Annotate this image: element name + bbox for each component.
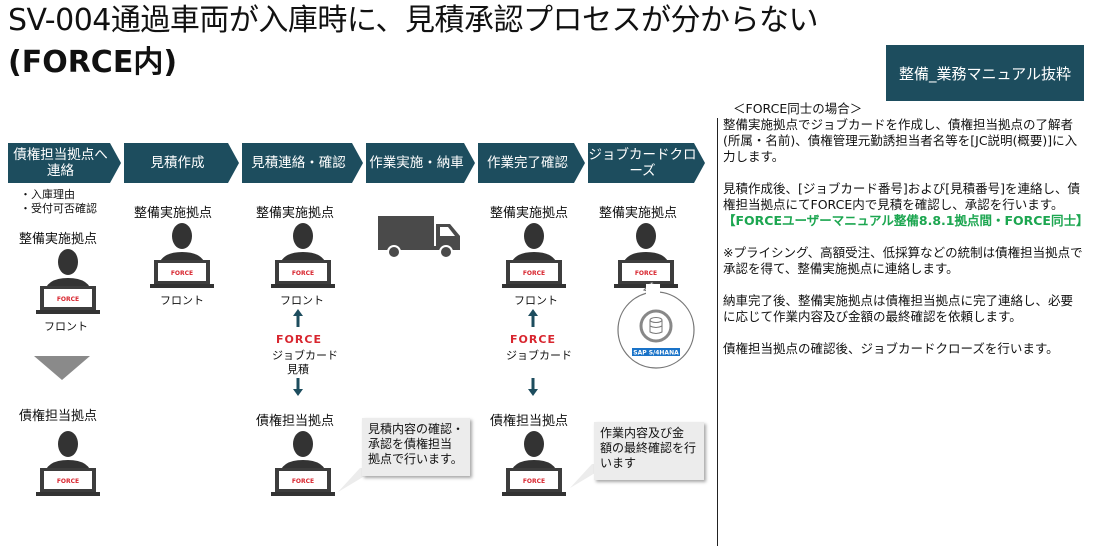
note-acceptance: ・受付可否確認 [20,202,97,215]
step-contact-credit-base: 債権担当拠点へ連絡 [8,143,121,183]
col1-top-label: 整備実施拠点 [19,232,98,247]
person-icon: FORCE [614,223,678,288]
svg-text:FORCE: FORCE [57,296,79,303]
manual-badge: 整備_業務マニュアル抜粋 [886,45,1084,101]
col3-top-caption: フロント [280,294,324,307]
down-small-arrow-icon [528,378,538,396]
svg-text:FORCE: FORCE [523,478,545,485]
col5-top-caption: フロント [514,294,558,307]
down-small-arrow-icon [293,378,303,396]
svg-text:SAP S/4HANA: SAP S/4HANA [633,350,679,357]
callout-final-confirm: 作業内容及び金 額の最終確認を行 います [594,422,704,480]
col3-force-caption2: 見積 [287,363,309,376]
up-arrow-icon [293,309,303,327]
svg-text:FORCE: FORCE [57,478,79,485]
col2-top-caption: フロント [160,294,204,307]
col3-bottom-label: 債権担当拠点 [256,414,335,429]
callout-estimate-approval: 見積内容の確認・ 承認を債権担当 拠点で行います。 [362,418,470,476]
svg-text:FORCE: FORCE [523,270,545,277]
svg-text:FORCE: FORCE [276,333,322,344]
col1-top-caption: フロント [44,320,88,333]
explanation-para2: 見積作成後、[ジョブカード番号]および[見積番号]を連絡し、債権担当拠点にてFO… [723,181,1081,212]
svg-text:FORCE: FORCE [635,270,657,277]
col2-top-label: 整備実施拠点 [134,206,213,221]
svg-text:FORCE: FORCE [171,270,193,277]
step-work-delivery: 作業実施・納車 [366,143,475,183]
sap-database-bubble: SAP S/4HANA [617,282,695,369]
up-arrow-icon [528,309,538,327]
col6-top-label: 整備実施拠点 [599,206,678,221]
truck-icon [378,216,460,259]
explanation-para5: 債権担当拠点の確認後、ジョブカードクローズを行います。 [723,341,1059,356]
explanation-panel: ＜FORCE同士の場合＞ 整備実施拠点でジョブカードを作成し、債権担当拠点の了解… [723,101,1089,357]
manual-reference-link: 【FORCEユーザーマニュアル整備8.8.1拠点間・FORCE同士】 [723,213,1089,228]
person-icon: FORCE [36,249,100,314]
step-estimate-create: 見積作成 [124,143,239,183]
person-icon: FORCE [502,431,566,496]
page-title: SV-004通過車両が入庫時に、見積承認プロセスが分からない [8,3,819,38]
person-icon: FORCE [271,223,335,288]
person-icon: FORCE [36,431,100,496]
page-subtitle: (FORCE内) [8,45,178,80]
col3-force-caption1: ジョブカード [272,349,338,362]
force-logo: FORCE [276,333,322,344]
explanation-para4: 納車完了後、整備実施拠点は債権担当拠点に完了連絡し、必要に応じて作業内容及び金額… [723,293,1074,324]
down-arrow-icon [34,356,90,380]
col1-bottom-label: 債権担当拠点 [19,409,98,424]
divider [717,118,718,546]
step-work-complete: 作業完了確認 [478,143,585,183]
explanation-para1: 整備実施拠点でジョブカードを作成し、債権担当拠点の了解者(所属・名前)、債権管理… [723,117,1078,164]
explanation-para3: ※プライシング、高額受注、低採算などの統制は債権担当拠点で承認を得て、整備実施拠… [723,245,1083,276]
col5-force-caption: ジョブカード [506,349,572,362]
col5-bottom-label: 債権担当拠点 [490,414,569,429]
col3-top-label: 整備実施拠点 [256,206,335,221]
explanation-heading: ＜FORCE同士の場合＞ [733,101,863,116]
svg-text:FORCE: FORCE [292,478,314,485]
person-icon: FORCE [502,223,566,288]
person-icon: FORCE [271,431,335,496]
svg-text:FORCE: FORCE [510,333,556,344]
step-jobcard-close: ジョブカードクローズ [588,143,705,183]
col5-top-label: 整備実施拠点 [490,206,569,221]
step-estimate-contact: 見積連絡・確認 [242,143,363,183]
force-logo: FORCE [510,333,556,344]
svg-text:FORCE: FORCE [292,270,314,277]
note-reason: ・入庫理由 [20,188,75,201]
person-icon: FORCE [150,223,214,288]
